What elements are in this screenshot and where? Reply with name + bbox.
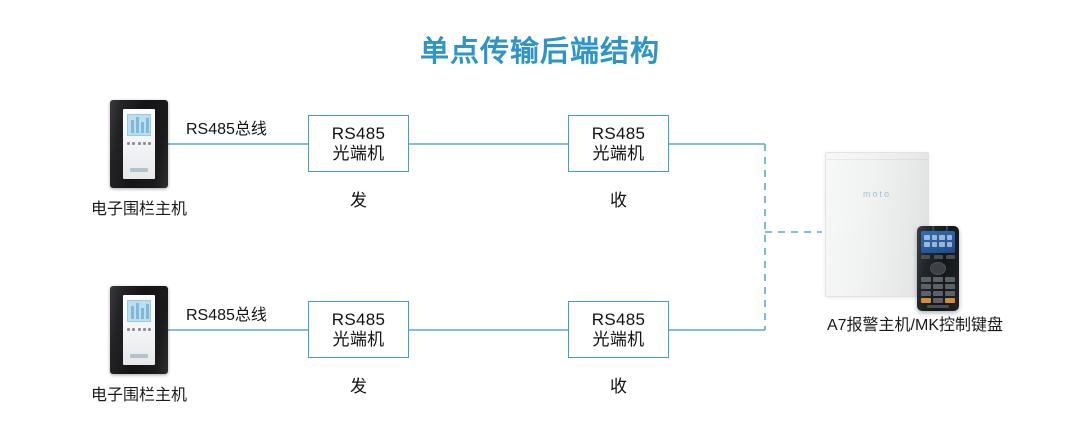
device-lcd-icon bbox=[127, 300, 151, 322]
caption-endpoint: A7报警主机/MK控制键盘 bbox=[826, 317, 1004, 334]
keypad-screen bbox=[921, 231, 955, 253]
panel-logo: moto bbox=[862, 189, 891, 199]
optical-transceiver-tx-bottom: RS485 光端机 bbox=[308, 301, 409, 358]
optbox-sub-rx-bottom: 收 bbox=[610, 377, 627, 396]
optbox-sub-rx-top: 收 bbox=[610, 191, 627, 210]
optbox-line1: RS485 bbox=[331, 310, 386, 330]
optbox-line1: RS485 bbox=[331, 124, 386, 144]
optbox-line2: 光端机 bbox=[332, 329, 385, 349]
panel-seam bbox=[826, 159, 928, 160]
keypad-screen-icon-grid bbox=[924, 235, 952, 247]
device-brand-mark bbox=[130, 168, 148, 172]
keypad-soft-keys bbox=[921, 255, 955, 259]
optbox-line2: 光端机 bbox=[592, 329, 645, 349]
control-keypad-icon bbox=[917, 226, 959, 311]
device-front-panel bbox=[123, 109, 155, 179]
bus-label-top: RS485总线 bbox=[186, 121, 267, 138]
device-lcd-icon bbox=[127, 114, 151, 136]
optical-transceiver-rx-top: RS485 光端机 bbox=[568, 115, 669, 172]
bus-label-bottom: RS485总线 bbox=[186, 307, 267, 324]
alarm-panel-icon: moto bbox=[825, 152, 929, 297]
fence-host-device-icon bbox=[110, 100, 168, 188]
fence-host-device-icon bbox=[110, 286, 168, 374]
device-brand-mark bbox=[130, 354, 148, 358]
device-keys-icon bbox=[127, 142, 151, 145]
optical-transceiver-rx-bottom: RS485 光端机 bbox=[568, 301, 669, 358]
optbox-line1: RS485 bbox=[591, 124, 646, 144]
keypad-number-pad bbox=[921, 277, 955, 303]
optbox-sub-tx-top: 发 bbox=[350, 191, 367, 210]
keypad-brand-mark bbox=[927, 305, 949, 308]
optical-transceiver-tx-top: RS485 光端机 bbox=[308, 115, 409, 172]
optbox-sub-tx-bottom: 发 bbox=[350, 377, 367, 396]
optbox-line2: 光端机 bbox=[592, 143, 645, 163]
keypad-nav-cluster bbox=[930, 262, 946, 275]
device-keys-icon bbox=[127, 328, 151, 331]
caption-fence-host-bottom: 电子围栏主机 bbox=[90, 387, 187, 404]
optbox-line2: 光端机 bbox=[332, 143, 385, 163]
optbox-line1: RS485 bbox=[591, 310, 646, 330]
page-title: 单点传输后端结构 bbox=[419, 36, 660, 68]
device-front-panel bbox=[123, 295, 155, 365]
caption-fence-host-top: 电子围栏主机 bbox=[90, 201, 187, 218]
